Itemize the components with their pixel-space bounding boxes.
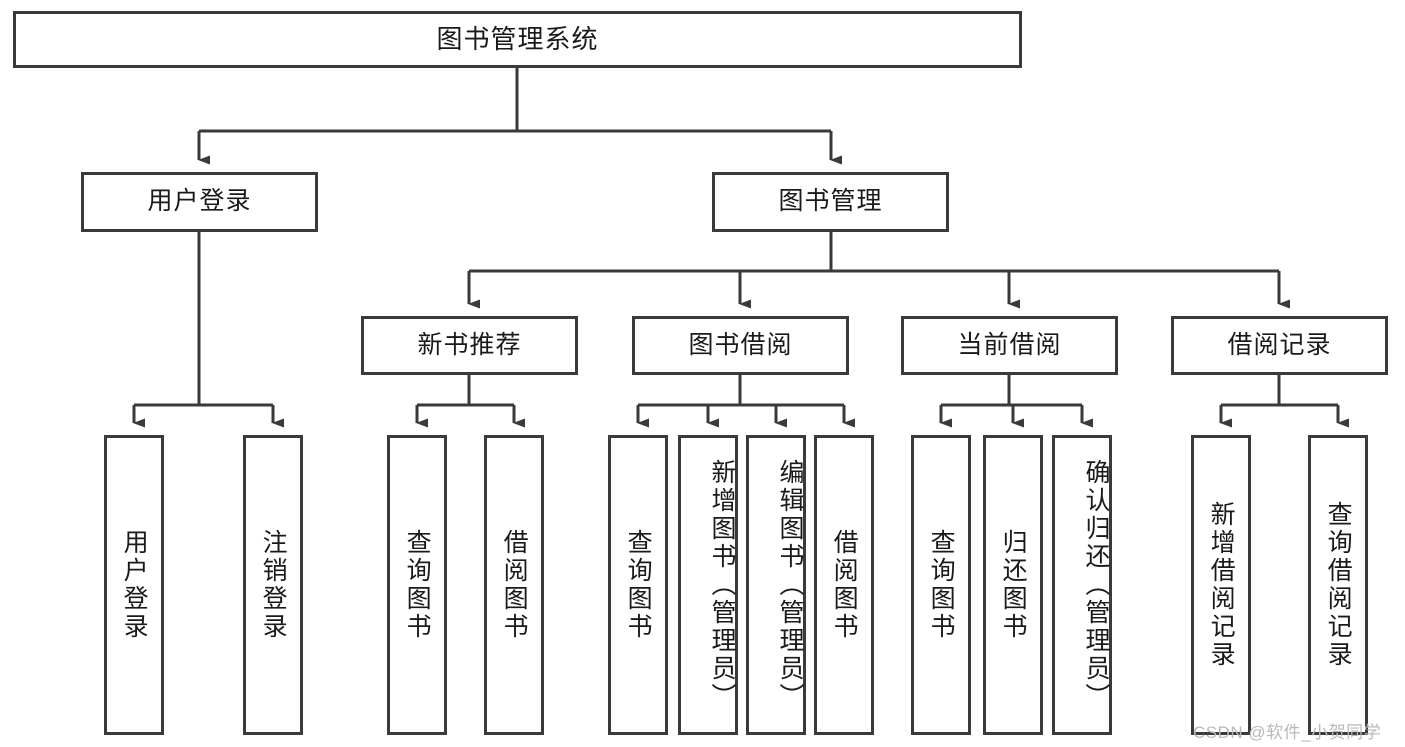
node-leaf-confirm-return[interactable]: 确认归还（管理员）	[1052, 435, 1112, 735]
node-leaf-add-book[interactable]: 新增图书（管理员）	[678, 435, 738, 735]
node-label: 借阅图书	[500, 529, 529, 641]
node-leaf-edit-book[interactable]: 编辑图书（管理员）	[746, 435, 806, 735]
node-root-system[interactable]: 图书管理系统	[13, 11, 1022, 68]
node-label: 确认归还（管理员）	[1082, 459, 1110, 711]
node-leaf-query-record[interactable]: 查询借阅记录	[1308, 435, 1368, 735]
node-label: 用户登录	[147, 187, 252, 216]
node-label: 新增图书（管理员）	[708, 459, 736, 711]
node-label: 查询借阅记录	[1324, 501, 1353, 669]
node-leaf-return-book[interactable]: 归还图书	[983, 435, 1043, 735]
node-label: 新书推荐	[417, 330, 522, 359]
node-label: 当前借阅	[957, 330, 1062, 359]
node-label: 查询图书	[624, 529, 653, 641]
node-label: 借阅图书	[830, 529, 859, 641]
node-leaf-logout[interactable]: 注销登录	[243, 435, 303, 735]
node-current-borrow[interactable]: 当前借阅	[901, 316, 1118, 375]
node-label: 图书管理	[778, 187, 883, 216]
node-borrow-record[interactable]: 借阅记录	[1171, 316, 1388, 375]
node-label: 图书管理系统	[436, 24, 599, 55]
node-label: 归还图书	[999, 529, 1028, 641]
node-leaf-query-book-2[interactable]: 查询图书	[608, 435, 668, 735]
node-label: 编辑图书（管理员）	[776, 459, 804, 711]
node-leaf-query-book-3[interactable]: 查询图书	[911, 435, 971, 735]
csdn-watermark: CSDN @软件_小贺同学	[1193, 723, 1382, 742]
node-label: 用户登录	[120, 529, 149, 641]
node-leaf-borrow-book-2[interactable]: 借阅图书	[814, 435, 874, 735]
node-leaf-user-login[interactable]: 用户登录	[104, 435, 164, 735]
node-leaf-add-record[interactable]: 新增借阅记录	[1191, 435, 1251, 735]
node-user-login[interactable]: 用户登录	[81, 172, 318, 232]
node-book-manage[interactable]: 图书管理	[712, 172, 949, 232]
node-label: 图书借阅	[688, 330, 793, 359]
node-new-book-recommend[interactable]: 新书推荐	[361, 316, 578, 375]
node-label: 借阅记录	[1227, 330, 1332, 359]
node-leaf-query-book-1[interactable]: 查询图书	[387, 435, 447, 735]
node-label: 查询图书	[403, 529, 432, 641]
node-label: 查询图书	[927, 529, 956, 641]
node-leaf-borrow-book-1[interactable]: 借阅图书	[484, 435, 544, 735]
node-label: 新增借阅记录	[1207, 501, 1236, 669]
node-book-borrow[interactable]: 图书借阅	[632, 316, 849, 375]
node-label: 注销登录	[259, 529, 288, 641]
